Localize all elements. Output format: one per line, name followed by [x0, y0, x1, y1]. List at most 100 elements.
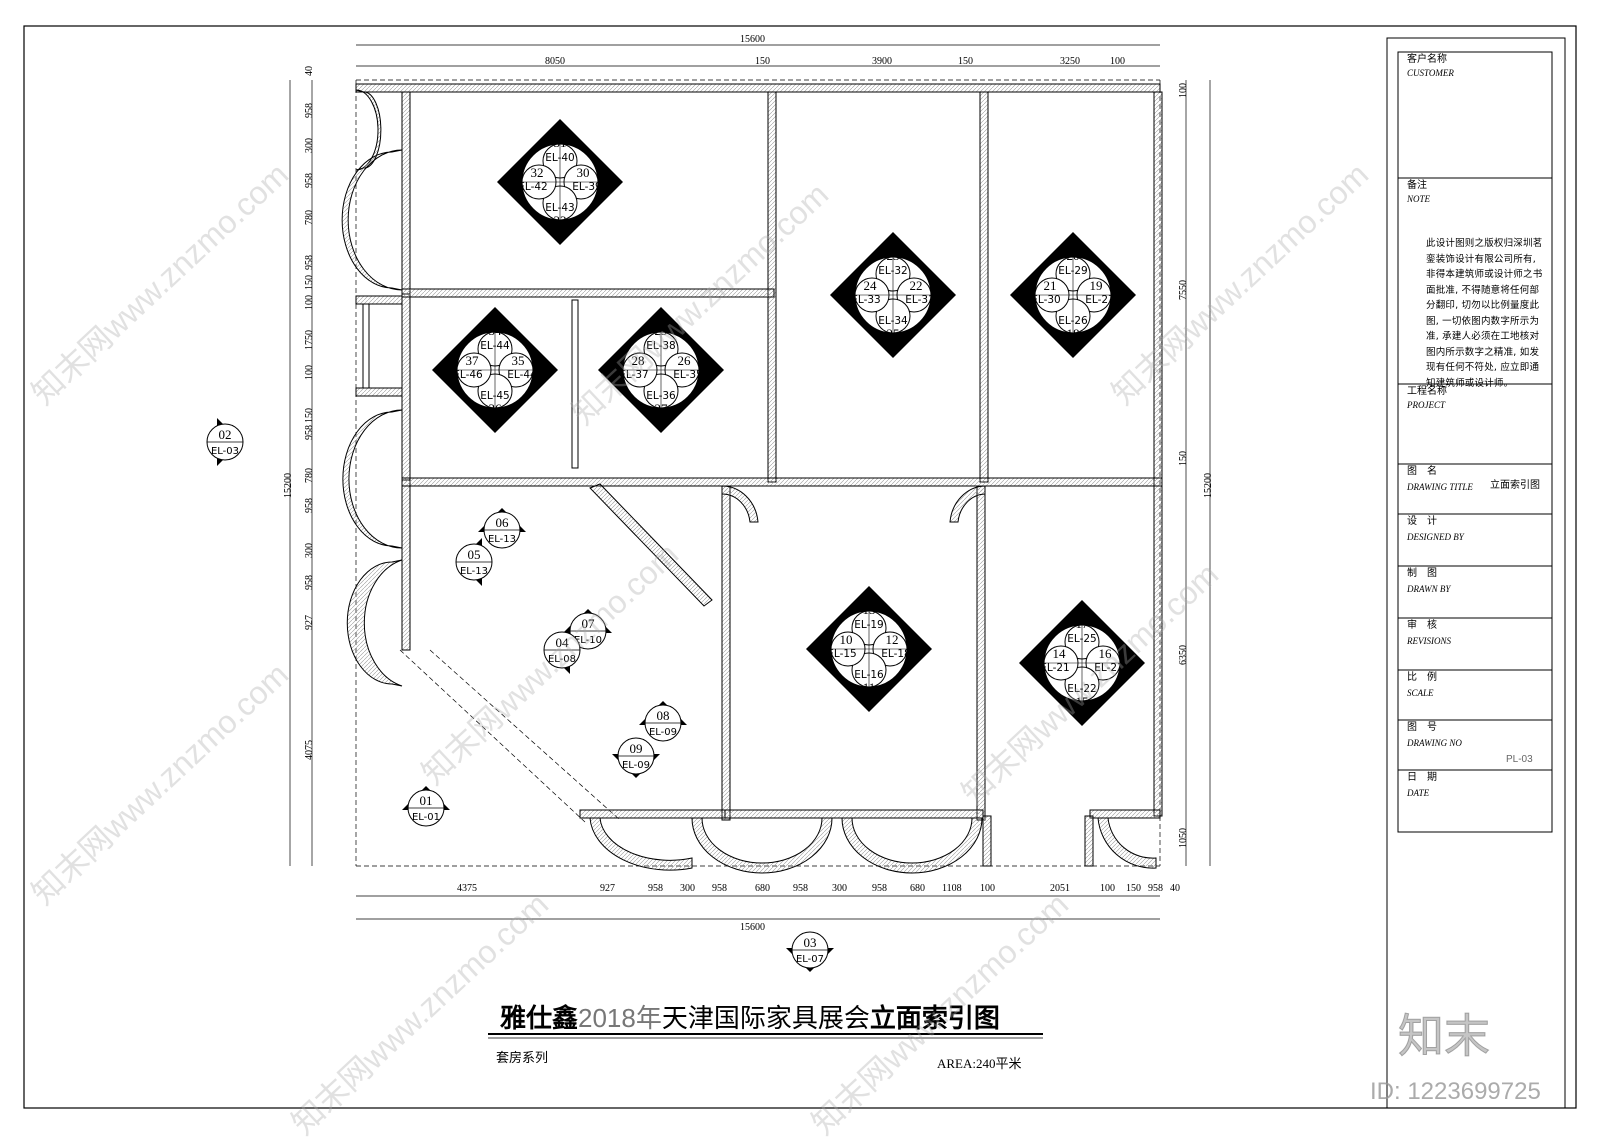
marker-el-code: EL-01	[412, 812, 440, 823]
dim-right: 6350	[1178, 645, 1189, 665]
dim-left: 958	[304, 255, 315, 270]
marker-el-code: EL-33	[851, 294, 880, 306]
dim-bottom: 958	[793, 883, 808, 894]
marker-number: 06	[496, 515, 510, 530]
note-body: 此设计图则之版权归深圳茗銮装饰设计有限公司所有, 非得本建筑师或设计师之书面批准…	[1426, 238, 1543, 389]
dim-bottom: 958	[648, 883, 663, 894]
marker-number: 37	[466, 353, 480, 368]
dim-top: 3900	[872, 56, 892, 67]
marker-number: 13	[863, 602, 876, 617]
marker-el-code: EL-09	[649, 727, 677, 738]
marker-number: 34	[489, 323, 503, 338]
marker-el-code: EL-46	[453, 369, 483, 381]
dim-left: 40	[304, 66, 315, 76]
title-block-frame	[1386, 37, 1566, 1109]
marker-number: 16	[1099, 646, 1113, 661]
drawing-title-label-en: DRAWING TITLE	[1407, 482, 1473, 492]
dim-left: 958	[304, 575, 315, 590]
dim-bottom: 300	[680, 883, 695, 894]
dim-bottom: 4375	[457, 883, 477, 894]
sheet-border	[23, 25, 1577, 1109]
date-label-en: DATE	[1407, 788, 1430, 798]
marker-el-code: EL-23	[1094, 662, 1123, 674]
marker-el-code: EL-34	[878, 315, 908, 327]
marker-el-code: EL-39	[572, 181, 601, 193]
marker-el-code: EL-03	[211, 446, 239, 457]
project-label: 工程名称	[1407, 386, 1447, 397]
marker-el-code: EL-18	[881, 648, 910, 660]
dim-bottom: 927	[600, 883, 615, 894]
marker-number: 18	[1067, 326, 1080, 341]
dim-left: 958	[304, 425, 315, 440]
marker-el-code: EL-40	[545, 152, 574, 164]
dim-left: 1750	[304, 330, 315, 350]
customer-label-en: CUSTOMER	[1407, 68, 1454, 78]
dim-left: 100	[304, 295, 315, 310]
drawing-no-label: 图 号	[1407, 722, 1437, 733]
marker-number: 10	[840, 632, 853, 647]
marker-number: 32	[531, 165, 544, 180]
marker-number: 22	[910, 278, 923, 293]
drawn-label-en: DRAWN BY	[1407, 584, 1451, 594]
dim-right: 7550	[1178, 280, 1189, 300]
dim-bottom: 40	[1170, 883, 1180, 894]
marker-el-code: EL-27	[1085, 294, 1114, 306]
dim-left: 958	[304, 103, 315, 118]
dim-top: 150	[958, 56, 973, 67]
area-label: AREA:240平米	[937, 1056, 1022, 1071]
dim-bottom: 958	[1148, 883, 1163, 894]
marker-el-code: EL-38	[646, 340, 675, 352]
marker-el-code: EL-30	[1031, 294, 1060, 306]
curved-bays	[341, 89, 1157, 874]
marker-el-code: EL-31	[905, 294, 934, 306]
marker-number: 15	[1076, 694, 1089, 709]
marker-number: 01	[420, 793, 433, 808]
title-event: 天津国际家具展会	[661, 1004, 870, 1034]
marker-number: 33	[554, 213, 567, 228]
id-watermark: ID: 1223699725	[1370, 1078, 1541, 1105]
dim-bottom: 100	[980, 883, 995, 894]
dim-right: 100	[1178, 83, 1189, 98]
dim-left: 150	[304, 275, 315, 290]
dim-left: 150	[304, 408, 315, 423]
marker-number: 07	[582, 616, 596, 631]
scale-label-en: SCALE	[1407, 688, 1434, 698]
drawn-label: 制 图	[1407, 568, 1437, 579]
logo-watermark: 知末	[1398, 1009, 1491, 1064]
marker-el-code: EL-35	[673, 369, 702, 381]
walls	[355, 83, 1163, 867]
marker-number: 12	[886, 632, 899, 647]
dim-top: 8050	[545, 56, 565, 67]
marker-number: 36	[489, 401, 503, 416]
dim-left: 300	[304, 138, 315, 153]
dim-left: 4075	[304, 740, 315, 760]
dim-left: 958	[304, 173, 315, 188]
title-underline	[488, 1033, 1043, 1039]
drawing-no-value: PL-03	[1506, 754, 1533, 765]
revisions-label-en: REVISIONS	[1407, 636, 1451, 646]
marker-number: 08	[657, 708, 670, 723]
date-label: 日 期	[1407, 772, 1437, 783]
marker-number: 23	[887, 248, 900, 263]
dim-left: 927	[304, 615, 315, 630]
stand-boundary	[355, 79, 1161, 867]
marker-number: 35	[512, 353, 525, 368]
marker-el-code: EL-08	[548, 654, 576, 665]
note-label: 备注	[1407, 180, 1427, 191]
marker-el-code: EL-36	[646, 390, 676, 402]
dim-left-total: 15200	[283, 473, 294, 498]
marker-el-code: EL-22	[1067, 683, 1096, 695]
dim-top: 150	[755, 56, 770, 67]
dim-bottom: 958	[872, 883, 887, 894]
title-brand: 雅仕鑫	[500, 1004, 579, 1034]
marker-el-code: EL-25	[1067, 633, 1096, 645]
